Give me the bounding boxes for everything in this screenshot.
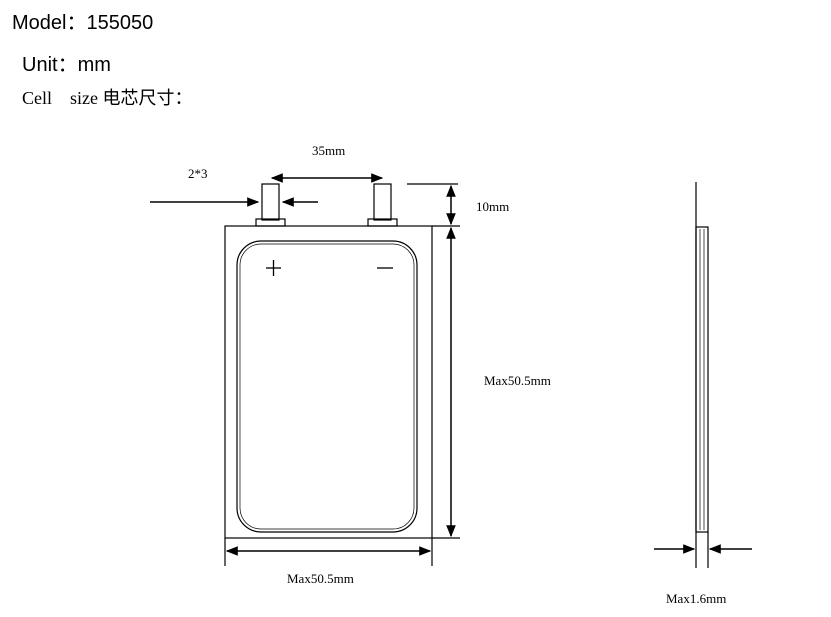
unit-line: Unit：mm — [22, 48, 111, 77]
cell-label-word: Cell — [22, 88, 52, 108]
tab-length-dimension — [407, 183, 458, 226]
cell-inner-pouch — [236, 240, 418, 533]
unit-value: mm — [77, 54, 111, 76]
tab-length-label: 10mm — [476, 199, 509, 214]
cell-width-dimension — [224, 538, 433, 566]
positive-icon — [266, 260, 281, 276]
cell-width-label: Max50.5mm — [287, 571, 354, 586]
cell-front-view — [224, 183, 433, 539]
tab-pitch-label: 35mm — [312, 143, 345, 158]
negative-tab — [367, 183, 398, 227]
cell-size-chinese-label: 电芯尺寸： — [102, 88, 193, 108]
cell-inner-pouch-inner — [239, 243, 415, 530]
cell-height-dimension — [432, 225, 460, 539]
cell-height-label: Max50.5mm — [484, 373, 551, 388]
model-label: Model： — [12, 12, 87, 34]
positive-tab — [255, 183, 286, 227]
cell-side-view — [695, 182, 709, 568]
cell-thickness-label: Max1.6mm — [666, 591, 726, 606]
cell-outer-outline — [224, 225, 433, 539]
size-label-word: size — [70, 88, 98, 108]
tab-size-label: 2*3 — [188, 166, 208, 181]
model-value: 155050 — [86, 12, 154, 34]
model-line: Model：155050 — [12, 6, 153, 35]
unit-label: Unit： — [22, 54, 78, 76]
cell-size-line: Cell size 电芯尺寸： — [22, 84, 192, 110]
